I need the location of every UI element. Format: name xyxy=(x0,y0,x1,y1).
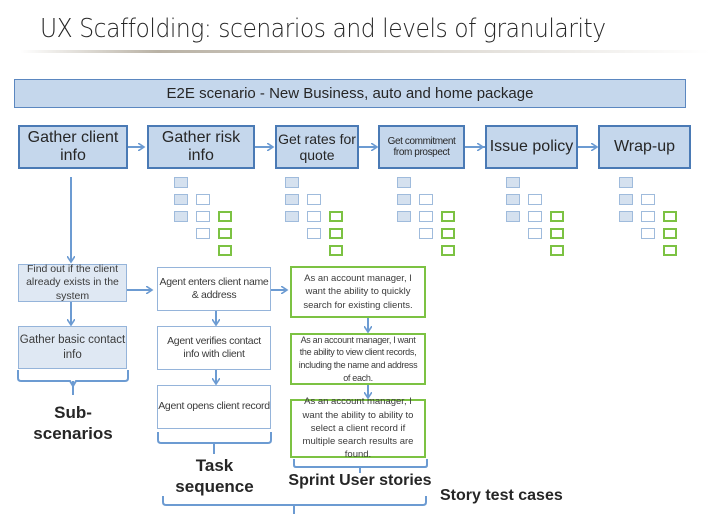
label-sprint-user-stories: Sprint User stories xyxy=(288,472,432,489)
step-gather-client-info: Gather client info xyxy=(18,125,128,169)
granularity-square xyxy=(329,228,343,239)
label-sub-scenarios-line1: Sub- xyxy=(54,403,92,422)
granularity-square xyxy=(641,228,655,239)
granularity-square xyxy=(619,177,633,188)
step-get-rates: Get rates for quote xyxy=(275,125,359,169)
user-story-view-records: As an account manager, I want the abilit… xyxy=(290,333,426,385)
granularity-square xyxy=(528,228,542,239)
granularity-square xyxy=(196,211,210,222)
task-enter-client: Agent enters client name & address xyxy=(157,267,271,311)
e2e-scenario-banner: E2E scenario - New Business, auto and ho… xyxy=(14,79,686,108)
granularity-square xyxy=(641,211,655,222)
page-title: UX Scaffolding: scenarios and levels of … xyxy=(40,14,606,44)
granularity-square xyxy=(419,211,433,222)
granularity-square xyxy=(218,245,232,256)
granularity-square xyxy=(663,211,677,222)
user-story-select-record: As an account manager, I want the abilit… xyxy=(290,396,426,460)
label-sub-scenarios: Sub- scenarios xyxy=(18,402,128,445)
granularity-square xyxy=(329,245,343,256)
granularity-square xyxy=(397,211,411,222)
granularity-square xyxy=(506,177,520,188)
granularity-square xyxy=(218,211,232,222)
granularity-square xyxy=(397,194,411,205)
user-story-search: As an account manager, I want the abilit… xyxy=(290,266,426,318)
step-wrap-up: Wrap-up xyxy=(598,125,691,169)
granularity-square xyxy=(506,211,520,222)
granularity-square xyxy=(506,194,520,205)
label-task-sequence-line2: sequence xyxy=(175,477,254,497)
task-open-record: Agent opens client record xyxy=(157,385,271,429)
granularity-square xyxy=(619,194,633,205)
granularity-square xyxy=(550,211,564,222)
granularity-square xyxy=(307,211,321,222)
granularity-square xyxy=(196,228,210,239)
granularity-square xyxy=(441,211,455,222)
granularity-square xyxy=(329,211,343,222)
granularity-square xyxy=(641,194,655,205)
granularity-square xyxy=(663,228,677,239)
label-sub-scenarios-line2: scenarios xyxy=(33,424,113,444)
granularity-square xyxy=(307,228,321,239)
granularity-square xyxy=(419,228,433,239)
granularity-square xyxy=(174,177,188,188)
granularity-square xyxy=(419,194,433,205)
granularity-square xyxy=(307,194,321,205)
granularity-square xyxy=(528,194,542,205)
granularity-square xyxy=(285,177,299,188)
granularity-square xyxy=(550,228,564,239)
granularity-square xyxy=(441,228,455,239)
label-task-sequence: Task sequence xyxy=(158,455,271,498)
granularity-square xyxy=(196,194,210,205)
granularity-square xyxy=(550,245,564,256)
granularity-square xyxy=(174,211,188,222)
granularity-square xyxy=(285,211,299,222)
task-verify-contact: Agent verifies contact info with client xyxy=(157,326,271,370)
step-get-commitment: Get commitment from prospect xyxy=(378,125,465,169)
step-gather-risk-info: Gather risk info xyxy=(147,125,255,169)
bracket-task-sequence xyxy=(157,432,272,444)
sub-scenario-gather-contact: Gather basic contact info xyxy=(18,326,127,369)
granularity-square xyxy=(218,228,232,239)
label-story-test-cases: Story test cases xyxy=(440,487,563,504)
granularity-square xyxy=(441,245,455,256)
granularity-square xyxy=(528,211,542,222)
title-divider xyxy=(20,50,710,53)
granularity-square xyxy=(174,194,188,205)
granularity-square xyxy=(619,211,633,222)
step-issue-policy: Issue policy xyxy=(485,125,578,169)
sub-scenario-find-client: Find out if the client already exists in… xyxy=(18,263,127,302)
granularity-square xyxy=(663,245,677,256)
label-task-sequence-line1: Task xyxy=(195,456,234,475)
granularity-square xyxy=(285,194,299,205)
granularity-square xyxy=(397,177,411,188)
